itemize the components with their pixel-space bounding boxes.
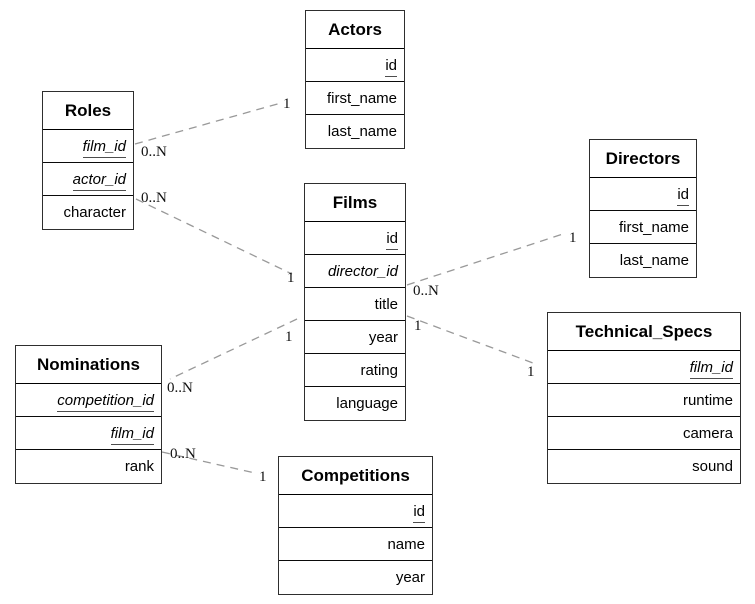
cardinality-label: 1 [259,469,267,485]
field-name: id [413,502,425,523]
field-name: character [63,204,126,221]
cardinality-label: 0..N [141,190,167,206]
relation-line-nominations-films [169,318,298,380]
field-row: last_name [590,244,696,277]
field-name: first_name [618,219,689,236]
field-name: actor_id [72,170,126,191]
field-row: camera [548,417,740,450]
field-name: name [387,536,425,553]
field-name: id [386,229,398,250]
field-row: id [590,178,696,211]
relation-line-nominations-competitions [161,451,256,474]
field-row: character [43,196,133,229]
cardinality-label: 1 [285,329,293,345]
entity-nominations[interactable]: Nominations competition_id film_id rank [15,345,162,484]
field-name: last_name [619,252,689,269]
relation-line-films-directors [406,233,564,286]
entity-title: Technical_Specs [548,313,740,351]
field-name: camera [682,425,733,442]
field-name: year [395,569,425,586]
field-row: actor_id [43,163,133,196]
cardinality-label: 1 [569,230,577,246]
field-name: competition_id [57,391,154,412]
field-row: name [279,528,432,561]
entity-actors[interactable]: Actors id first_name last_name [305,10,405,149]
field-name: film_id [82,137,126,158]
field-name: id [385,56,397,77]
cardinality-label: 0..N [167,380,193,396]
field-name: first_name [326,90,397,107]
entity-title: Actors [306,11,404,49]
field-name: rank [124,458,154,475]
entity-title: Directors [590,140,696,178]
cardinality-label: 1 [414,318,422,334]
field-row: rating [305,354,405,387]
field-name: last_name [327,123,397,140]
entity-directors[interactable]: Directors id first_name last_name [589,139,697,278]
field-row: runtime [548,384,740,417]
entity-title: Competitions [279,457,432,495]
entity-title: Nominations [16,346,161,384]
field-row: sound [548,450,740,483]
field-row: id [305,222,405,255]
field-name: sound [692,458,733,475]
entity-title: Films [305,184,405,222]
entity-technical-specs[interactable]: Technical_Specs film_id runtime camera s… [547,312,741,484]
entity-films[interactable]: Films id director_id title year rating l… [304,183,406,421]
cardinality-label: 0..N [170,446,196,462]
field-row: title [305,288,405,321]
relation-line-roles-actors [134,102,282,145]
field-row: film_id [548,351,740,384]
entity-competitions[interactable]: Competitions id name year [278,456,433,595]
field-row: id [306,49,404,82]
field-name: film_id [689,358,733,379]
entity-roles[interactable]: Roles film_id actor_id character [42,91,134,230]
relation-line-roles-films [135,198,293,275]
field-row: id [279,495,432,528]
field-name: runtime [682,392,733,409]
cardinality-label: 1 [283,96,291,112]
cardinality-label: 0..N [141,144,167,160]
cardinality-label: 1 [527,364,535,380]
field-name: film_id [110,424,154,445]
field-row: first_name [590,211,696,244]
cardinality-label: 1 [287,270,295,286]
cardinality-label: 0..N [413,283,439,299]
field-name: title [374,296,398,313]
field-name: language [336,395,398,412]
field-row: first_name [306,82,404,115]
field-row: language [305,387,405,420]
field-row: film_id [16,417,161,450]
field-row: year [305,321,405,354]
field-name: id [677,185,689,206]
field-name: year [368,329,398,346]
field-row: last_name [306,115,404,148]
field-row: director_id [305,255,405,288]
field-name: director_id [327,263,398,280]
field-row: competition_id [16,384,161,417]
field-row: film_id [43,130,133,163]
field-row: rank [16,450,161,483]
relation-line-films-technical-specs [406,315,534,364]
field-name: rating [360,362,398,379]
field-row: year [279,561,432,594]
entity-title: Roles [43,92,133,130]
